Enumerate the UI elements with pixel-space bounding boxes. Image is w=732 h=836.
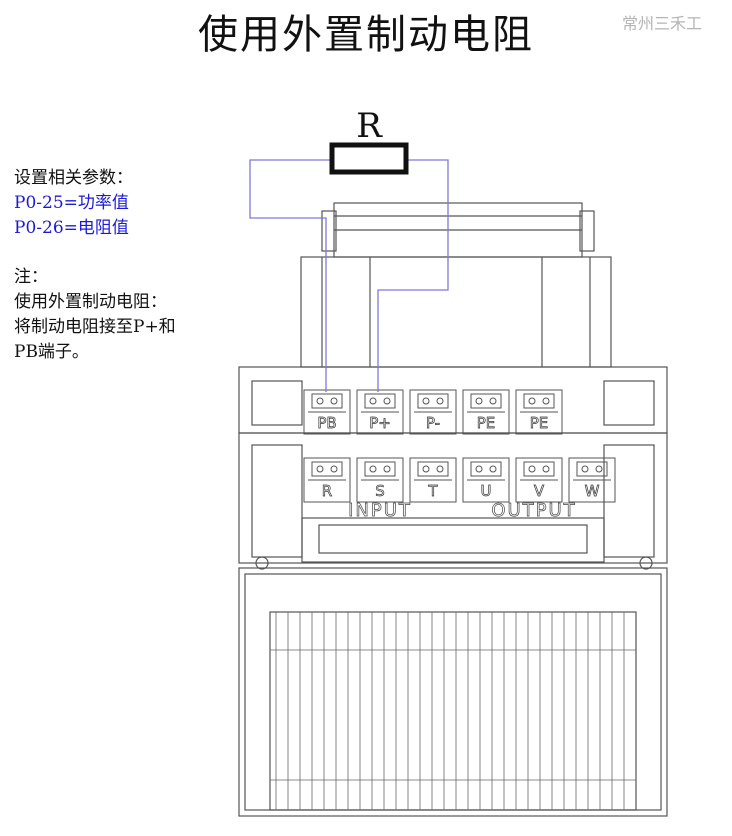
wire-to-p-plus (377, 159, 449, 392)
param-resistance: P0-26=电阻值 (14, 218, 129, 238)
note-line-3: PB端子。 (14, 342, 89, 362)
terminal-bottom-2: T (409, 457, 457, 503)
terminal-label: T (427, 482, 438, 500)
note-line-2: 将制动电阻接至P+和 (14, 317, 176, 337)
terminal-top-1: P+ (356, 389, 404, 435)
watermark: 常州三禾工 (622, 14, 703, 33)
terminal-top-3: PE (462, 389, 510, 435)
terminal-label: PB (317, 414, 336, 432)
terminal-label: V (534, 482, 545, 500)
terminal-label: S (375, 482, 385, 500)
brake-resistor (329, 142, 409, 175)
terminal-label: W (585, 482, 600, 500)
terminal-label: P+ (369, 414, 391, 432)
terminal-bottom-3: U (462, 457, 510, 503)
param-power: P0-25=功率值 (14, 193, 129, 213)
drive-outline (238, 202, 668, 817)
terminal-label: U (481, 482, 492, 500)
terminal-top-4: PE (515, 389, 563, 435)
note-label: 注： (14, 267, 48, 287)
terminal-block: PB P+ P- PE PE R S T U V W (303, 389, 616, 503)
terminal-label: PE (477, 414, 496, 432)
terminal-bottom-1: S (356, 457, 404, 503)
output-label: OUTPUT (491, 500, 576, 521)
wire-to-pb (249, 159, 332, 392)
terminal-top-2: P- (409, 389, 457, 435)
note-line-1: 使用外置制动电阻： (14, 292, 167, 312)
page-title: 使用外置制动电阻 (198, 12, 534, 58)
resistor-label: R (356, 106, 383, 146)
terminal-bottom-4: V (515, 457, 563, 503)
notes-heading: 设置相关参数： (14, 168, 133, 188)
terminal-label: PE (530, 414, 549, 432)
terminal-bottom-5: W (568, 457, 616, 503)
terminal-top-0: PB (303, 389, 351, 435)
notes-panel: 设置相关参数： P0-25=功率值 P0-26=电阻值 注： 使用外置制动电阻：… (14, 166, 176, 365)
heatsink-fins (270, 612, 636, 810)
input-label: INPUT (348, 500, 412, 521)
terminal-bottom-0: R (303, 457, 351, 503)
terminal-label: R (322, 482, 332, 500)
terminal-label: P- (426, 414, 440, 432)
